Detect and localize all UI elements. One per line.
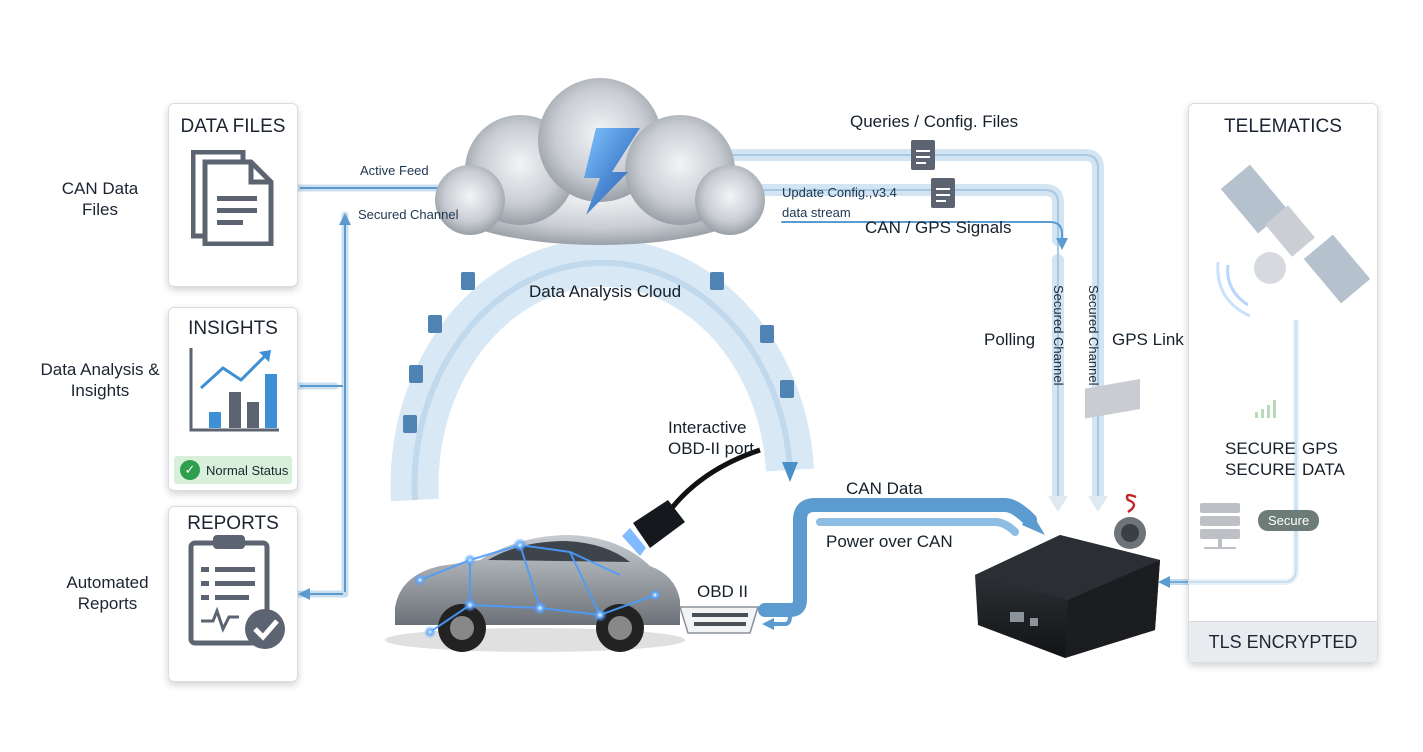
data-analysis-cloud-label: Data Analysis Cloud: [529, 282, 682, 301]
obd-port-icon: [678, 606, 760, 634]
update-doc-icon: [931, 178, 955, 208]
can-gps-signals-label: CAN / GPS Signals: [865, 218, 1012, 237]
interactive-label: Interactive: [668, 418, 747, 437]
reports-arrow: [298, 588, 310, 600]
can-data-arrow: [1022, 510, 1045, 535]
secure-label-2: SECURE: [1225, 460, 1296, 479]
gps-label: GPS: [1302, 439, 1338, 458]
secured-channel-arrow-1: [1048, 496, 1068, 512]
clipboard-report-icon: [188, 535, 285, 649]
gps-link-label: GPS Link: [1112, 330, 1184, 349]
data-ring: [390, 238, 814, 502]
status-text: Normal Status: [206, 462, 289, 478]
obd-return-arrow: [762, 618, 774, 630]
can-data-lines: [758, 498, 1037, 626]
telematics-title: TELEMATICS: [1224, 116, 1342, 137]
growth-chart-icon: [189, 348, 279, 432]
telematics-device-icon: [975, 378, 1160, 658]
can-data-files-label: CAN Data Files: [61, 179, 139, 219]
check-icon: ✓: [180, 460, 200, 480]
obd-connector-icon: [622, 447, 761, 556]
obd-port-label: OBD-II port: [668, 439, 754, 458]
ring-doc-icons: [403, 272, 794, 433]
telematics-arrow: [1158, 576, 1170, 588]
brand-bolt-icon: [584, 128, 640, 215]
insights-title: INSIGHTS: [188, 318, 278, 339]
reports-card: REPORTS: [168, 506, 298, 682]
normal-status-badge: ✓ Normal Status: [174, 456, 292, 484]
secured-channel-vertical-1: Secured Channel: [1051, 285, 1066, 386]
analysis-insights-label: Data Analysis & Insights: [40, 360, 160, 400]
secured-channel-vertical-2: Secured Channel: [1086, 285, 1101, 386]
tls-encrypted-footer: TLS ENCRYPTED: [1189, 621, 1377, 662]
update-config-label: Update Config.,v3.4: [782, 185, 897, 200]
data-files-card: DATA FILES: [168, 103, 298, 287]
left-bus-up-arrow: [339, 213, 351, 225]
queries-doc-icon: [911, 140, 935, 170]
documents-icon: [191, 150, 274, 246]
can-gps-arrow: [1056, 238, 1068, 250]
secure-badge: Secure: [1258, 510, 1320, 531]
power-over-can-label: Power over CAN: [826, 532, 953, 551]
secured-channel-left-label: Secured Channel: [358, 207, 459, 222]
secured-channel-arrow-2: [1088, 496, 1108, 512]
queries-config-label: Queries / Config. Files: [850, 112, 1019, 131]
data-files-title: DATA FILES: [180, 116, 286, 137]
car-icon: [385, 535, 685, 652]
active-feed-label: Active Feed: [360, 163, 429, 178]
insights-card: INSIGHTS ✓ Normal Status: [168, 307, 298, 491]
obd-ii-label: OBD II: [697, 582, 749, 601]
automated-reports-label: Automated Reports: [66, 573, 149, 613]
data-label: DATA: [1302, 460, 1345, 479]
can-data-label: CAN Data: [846, 479, 923, 498]
secure-label-1: SECURE: [1225, 439, 1296, 458]
cloud-pipes: [694, 149, 1104, 506]
reports-title: REPORTS: [187, 513, 279, 534]
ring-arrow: [782, 462, 798, 482]
polling-label: Polling: [984, 330, 1036, 349]
data-stream-label: data stream: [782, 205, 851, 220]
telematics-card: TELEMATICS TLS ENCRYPTED: [1188, 103, 1378, 663]
